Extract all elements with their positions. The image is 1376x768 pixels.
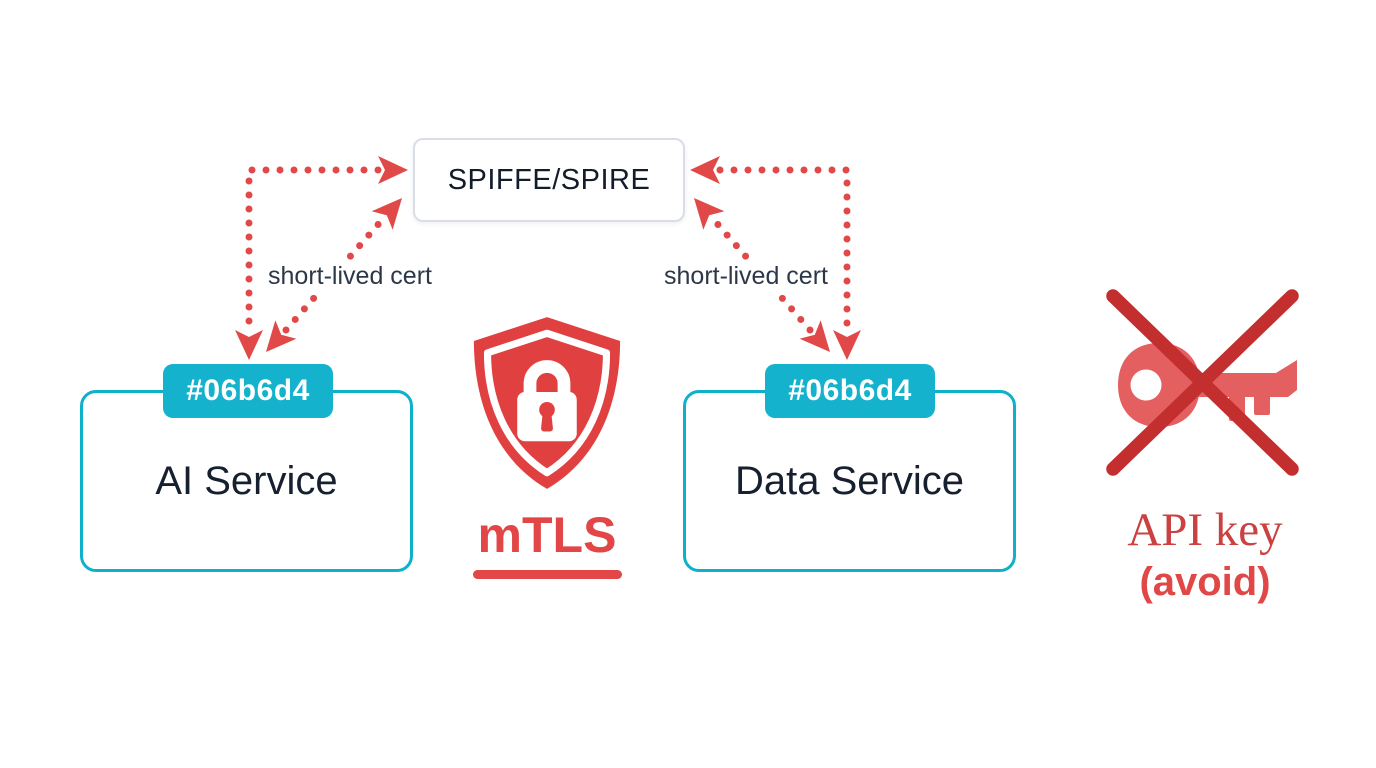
spiffe-spire-box: SPIFFE/SPIRE (413, 138, 685, 222)
ai-service-label: AI Service (155, 458, 338, 503)
shield-lock-icon (462, 312, 632, 494)
data-service-tag-label: #06b6d4 (788, 374, 912, 407)
ai-service-tag-label: #06b6d4 (186, 374, 310, 407)
right-cert-label: short-lived cert (656, 260, 836, 293)
data-service-box: Data Service (683, 390, 1016, 572)
data-service-color-tag: #06b6d4 (765, 364, 935, 418)
data-service-label: Data Service (735, 458, 964, 503)
spiffe-spire-label: SPIFFE/SPIRE (447, 163, 651, 196)
cross-icon (1106, 289, 1299, 476)
right-cert-exchange-arrows (690, 156, 861, 360)
left-cert-exchange-arrows (235, 156, 408, 360)
mtls-label: mTLS (477, 507, 617, 563)
api-key-avoid-note: (avoid) (1139, 560, 1271, 604)
left-cert-label: short-lived cert (260, 260, 440, 293)
mtls-underline (473, 570, 622, 579)
api-key-crossed-icon (1100, 285, 1305, 480)
ai-service-color-tag: #06b6d4 (163, 364, 333, 418)
api-key-label: API key (1127, 504, 1283, 556)
